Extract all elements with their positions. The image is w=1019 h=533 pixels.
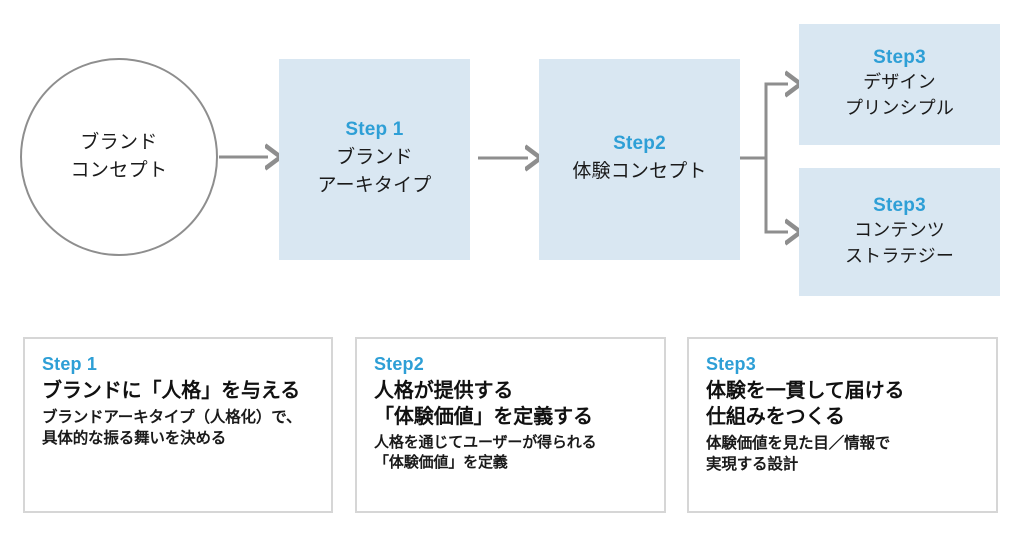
branch-connector-step2-to-step3 (740, 84, 788, 232)
card-headline: 体験を一貫して届ける 仕組みをつくる (706, 379, 905, 428)
card-headline: 人格が提供する 「体験価値」を定義する (374, 379, 593, 428)
flow-node-step3-content-strategy[interactable]: Step3 コンテンツ ストラテジー (799, 168, 1000, 296)
card-step-label: Step 1 (42, 354, 98, 374)
card-description: 体験価値を見た目／情報で 実現する設計 (706, 434, 891, 473)
flow-node-step-label: Step3 (873, 47, 926, 69)
flow-node-step2[interactable]: Step2 体験コンセプト (539, 59, 740, 260)
detail-card-step2[interactable]: Step2 人格が提供する 「体験価値」を定義する 人格を通じてユーザーが得られ… (355, 337, 666, 513)
card-description: ブランドアーキタイプ（人格化）で、 具体的な振る舞いを決める (42, 408, 302, 447)
detail-card-step3[interactable]: Step3 体験を一貫して届ける 仕組みをつくる 体験価値を見た目／情報で 実現… (687, 337, 998, 513)
flow-node-brand-concept[interactable]: ブランド コンセプト (20, 58, 218, 256)
card-step-label: Step3 (706, 354, 756, 374)
flow-node-label: ブランド コンセプト (70, 131, 168, 182)
flow-node-step-label: Step3 (873, 194, 926, 216)
flow-node-label: コンテンツ ストラテジー (844, 219, 955, 266)
flow-node-step1[interactable]: Step 1 ブランド アーキタイプ (279, 59, 470, 260)
detail-card-step1[interactable]: Step 1 ブランドに「人格」を与える ブランドアーキタイプ（人格化）で、 具… (23, 337, 333, 513)
flow-node-step3-design-principle[interactable]: Step3 デザイン プリンシプル (799, 24, 1000, 145)
card-headline: ブランドに「人格」を与える (42, 379, 301, 402)
flow-node-step-label: Step2 (613, 133, 666, 155)
flow-node-step-label: Step 1 (345, 119, 404, 141)
flow-node-label: ブランド アーキタイプ (317, 147, 432, 196)
flow-node-label: 体験コンセプト (572, 161, 707, 183)
flow-node-label: デザイン プリンシプル (844, 72, 955, 118)
card-description: 人格を通じてユーザーが得られる 「体験価値」を定義 (374, 433, 597, 472)
card-step-label: Step2 (374, 354, 424, 374)
